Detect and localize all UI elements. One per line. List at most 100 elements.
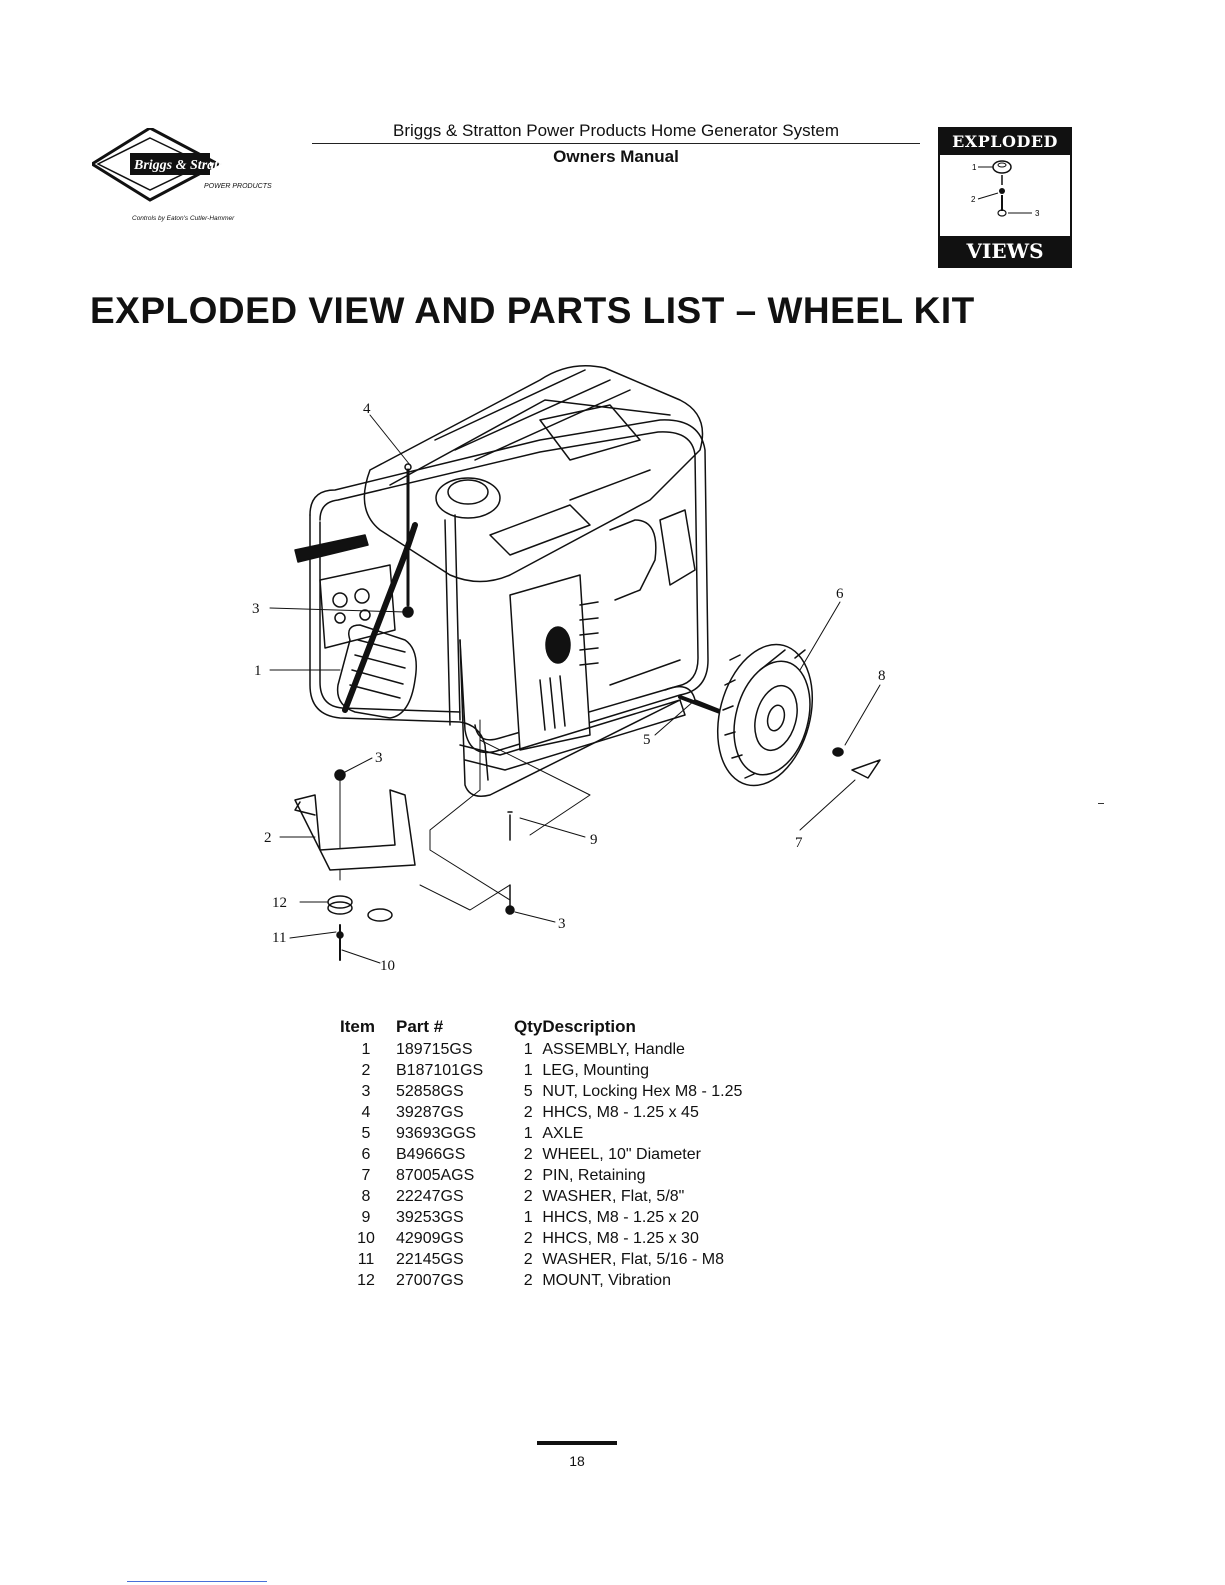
part-number: B4966GS <box>396 1146 466 1163</box>
part-qty: 1 <box>523 1125 533 1142</box>
part-number: 22145GS <box>396 1251 464 1268</box>
callout-10: 10 <box>380 958 395 974</box>
callout-3-mid: 3 <box>375 750 383 766</box>
callout-8: 8 <box>878 668 886 684</box>
callout-2: 2 <box>264 830 272 846</box>
part-description: PIN, Retaining <box>542 1167 646 1184</box>
badge-callout-3: 3 <box>1035 209 1040 218</box>
parts-row: 4 39287GS 2 HHCS, M8 - 1.25 x 45 <box>340 1102 820 1123</box>
leader-lines <box>269 414 881 964</box>
document-subtitle: Owners Manual <box>553 147 679 166</box>
part-qty: 1 <box>523 1041 533 1058</box>
parts-row: 2 B187101GS 1 LEG, Mounting <box>340 1060 820 1081</box>
exploded-views-badge: EXPLODED 1 2 3 VIEWS <box>938 127 1072 268</box>
header-item: Item <box>340 1017 375 1036</box>
part-qty: 2 <box>523 1272 533 1289</box>
callout-12: 12 <box>272 895 287 911</box>
callout-5: 5 <box>643 732 651 748</box>
badge-top-label: EXPLODED <box>940 129 1070 155</box>
part-number: 39287GS <box>396 1104 464 1121</box>
logo-sub-text: POWER PRODUCTS <box>204 183 272 190</box>
parts-row: 11 22145GS 2 WASHER, Flat, 5/16 - M8 <box>340 1249 820 1270</box>
part-item-number: 5 <box>361 1125 371 1142</box>
parts-row: 12 27007GS 2 MOUNT, Vibration <box>340 1270 820 1291</box>
part-description: WASHER, Flat, 5/16 - M8 <box>542 1251 725 1268</box>
callout-9: 9 <box>590 832 598 848</box>
part-item-number: 3 <box>361 1083 371 1100</box>
part-number: 93693GGS <box>396 1125 477 1142</box>
parts-row: 1 189715GS 1 ASSEMBLY, Handle <box>340 1039 820 1060</box>
part-description: WHEEL, 10" Diameter <box>542 1146 701 1163</box>
part-qty: 2 <box>523 1104 533 1121</box>
parts-row: 10 42909GS 2 HHCS, M8 - 1.25 x 30 <box>340 1228 820 1249</box>
part-qty: 1 <box>523 1209 533 1226</box>
parts-row: 8 22247GS 2 WASHER, Flat, 5/8" <box>340 1186 820 1207</box>
part-description: AXLE <box>542 1125 584 1142</box>
wheel <box>716 643 814 787</box>
part-number: 22247GS <box>396 1188 464 1205</box>
part-qty: 2 <box>523 1251 533 1268</box>
callout-7: 7 <box>795 835 803 851</box>
part-number: 39253GS <box>396 1209 464 1226</box>
header-qty: Qty <box>514 1017 543 1036</box>
briggs-stratton-logo: Briggs & Stratton POWER PRODUCTS Control… <box>92 128 272 222</box>
callout-3-bottom: 3 <box>558 916 566 932</box>
callout-4: 4 <box>363 401 371 417</box>
badge-callout-1: 1 <box>972 163 977 172</box>
part-number: B187101GS <box>396 1062 484 1079</box>
part-description: ASSEMBLY, Handle <box>542 1041 685 1058</box>
part-description: HHCS, M8 - 1.25 x 45 <box>542 1104 699 1121</box>
hardware <box>294 463 881 961</box>
part-qty: 5 <box>523 1083 533 1100</box>
page-number: 18 <box>569 1453 585 1469</box>
mini-exploded-icon: 1 2 3 <box>971 160 1040 218</box>
parts-row: 7 87005AGS 2 PIN, Retaining <box>340 1165 820 1186</box>
generator-frame <box>294 365 722 797</box>
part-item-number: 6 <box>361 1146 371 1163</box>
part-description: WASHER, Flat, 5/8" <box>542 1188 685 1205</box>
part-qty: 2 <box>523 1230 533 1247</box>
header-description: Description <box>542 1017 636 1036</box>
part-description: MOUNT, Vibration <box>542 1272 671 1289</box>
parts-list-table: Item Part # Qty Description 1 189715GS 1 AS… <box>340 1017 820 1291</box>
part-item-number: 8 <box>361 1188 371 1205</box>
parts-row: 5 93693GGS 1 AXLE <box>340 1123 820 1144</box>
part-item-number: 12 <box>357 1272 375 1289</box>
part-item-number: 4 <box>361 1104 371 1121</box>
logo-brand-text: Briggs & Stratton <box>133 158 237 173</box>
callout-1: 1 <box>254 663 262 679</box>
part-qty: 1 <box>523 1062 533 1079</box>
part-item-number: 9 <box>361 1209 371 1226</box>
part-number: 87005AGS <box>396 1167 475 1184</box>
header-part-number: Part # <box>396 1017 444 1036</box>
badge-callout-2: 2 <box>971 195 976 204</box>
badge-bottom-label: VIEWS <box>940 236 1070 266</box>
part-description: HHCS, M8 - 1.25 x 20 <box>542 1209 699 1226</box>
part-item-number: 11 <box>357 1251 375 1268</box>
part-description: NUT, Locking Hex M8 - 1.25 <box>542 1083 743 1100</box>
callout-11: 11 <box>272 930 286 946</box>
part-qty: 2 <box>523 1167 533 1184</box>
stray-mark <box>1098 803 1104 804</box>
scan-artifact-line <box>127 1581 267 1582</box>
callout-6: 6 <box>836 586 844 602</box>
part-description: LEG, Mounting <box>542 1062 650 1079</box>
part-number: 42909GS <box>396 1230 464 1247</box>
page-title: EXPLODED VIEW AND PARTS LIST – WHEEL KIT <box>90 290 975 331</box>
parts-list-header: Item Part # Qty Description <box>340 1017 820 1039</box>
page-number-bar <box>537 1441 617 1445</box>
part-item-number: 2 <box>361 1062 371 1079</box>
part-qty: 2 <box>523 1188 533 1205</box>
part-description: HHCS, M8 - 1.25 x 30 <box>542 1230 699 1247</box>
part-item-number: 10 <box>357 1230 375 1247</box>
part-item-number: 1 <box>361 1041 371 1058</box>
part-number: 189715GS <box>396 1041 473 1058</box>
part-number: 27007GS <box>396 1272 464 1289</box>
parts-row: 9 39253GS 1 HHCS, M8 - 1.25 x 20 <box>340 1207 820 1228</box>
callout-3-top: 3 <box>252 601 260 617</box>
part-item-number: 7 <box>361 1167 371 1184</box>
exploded-view-diagram: 4 3 1 3 2 12 11 10 3 9 5 6 8 7 <box>252 365 886 974</box>
logo-tagline: Controls by Eaton's Cutler-Hammer <box>132 215 235 222</box>
